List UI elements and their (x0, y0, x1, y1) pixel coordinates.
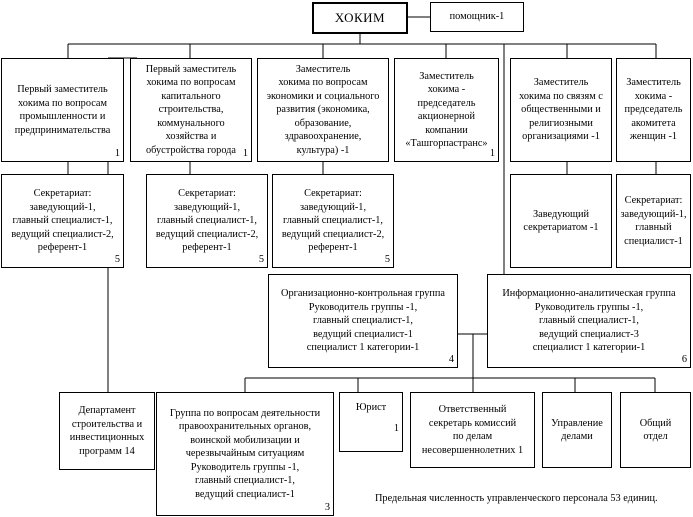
assistant-box: помощник-1 (430, 2, 524, 32)
general-department-title: Общий отдел (639, 417, 672, 443)
commission-secretary-count: 1 (517, 444, 524, 456)
deputy-economy-title: Заместитель хокима по вопросам экономики… (266, 63, 380, 156)
secretariat-industry-count: 5 (114, 254, 120, 265)
secretariat-public-text: Заведующий секретариатом -1 (523, 208, 599, 234)
info-analytic-group-text: Информационно-аналитическая группа Руков… (502, 288, 676, 354)
commission-secretary-box: Ответственный секретарь комиссий по дела… (410, 392, 535, 468)
assistant-title: помощник-1 (449, 11, 505, 23)
lawyer-box: Юрист 1 (339, 392, 403, 452)
secretariat-women-text: Секретариат: заведующий-1, главный специ… (620, 195, 687, 247)
lawyer-title: Юрист (355, 402, 387, 413)
law-enforcement-group-count: 3 (324, 502, 330, 513)
deputy-public-title: Заместитель хокима по связям с обществен… (519, 77, 603, 143)
law-enforcement-group-box: Группа по вопросам деятельности правоохр… (156, 392, 334, 516)
law-enforcement-group-text: Группа по вопросам деятельности правоохр… (169, 407, 321, 500)
construction-department-text: Департамент строительства и инвестиционн… (63, 404, 151, 458)
deputy-transport-count: 1 (489, 148, 495, 159)
secretariat-economy-count: 5 (384, 254, 390, 265)
deputy-economy-box: Заместитель хокима по вопросам экономики… (257, 58, 389, 162)
construction-department-title: Департамент строительства и инвестиционн… (69, 405, 145, 457)
secretariat-industry-box: Секретариат: заведующий-1, главный специ… (1, 174, 124, 268)
deputy-women-box: Заместитель хокима - председатель акомит… (616, 58, 691, 162)
hokim-box: ХОКИМ (312, 2, 408, 34)
deputy-women-title: Заместитель хокима - председатель акомит… (624, 77, 683, 143)
deputy-transport-box: Заместитель хокима - председатель акцион… (394, 58, 499, 162)
deputy-construction-title: Первый заместитель хокима по вопросам ка… (145, 63, 237, 156)
staff-limit-note: Предельная численность управленческого п… (375, 493, 658, 504)
secretariat-construction-box: Секретариат: заведующий-1, главный специ… (146, 174, 268, 268)
deputy-transport-title: Заместитель хокима - председатель акцион… (405, 70, 488, 150)
deputy-industry-title: Первый заместитель хокима по вопросам пр… (14, 84, 111, 136)
secretariat-women-box: Секретариат: заведующий-1, главный специ… (616, 174, 691, 268)
hokim-title: ХОКИМ (334, 10, 386, 26)
construction-department-count: 14 (124, 445, 135, 457)
lawyer-count: 1 (393, 423, 399, 434)
affairs-department-title: Управление делами (551, 417, 603, 443)
commission-secretary-text: Ответственный секретарь комиссий по дела… (414, 403, 531, 457)
org-control-group-box: Организационно-контрольная группа Руково… (268, 274, 458, 368)
secretariat-construction-count: 5 (258, 254, 264, 265)
info-analytic-group-box: Информационно-аналитическая группа Руков… (487, 274, 691, 368)
info-analytic-group-count: 6 (681, 354, 687, 365)
construction-department-box: Департамент строительства и инвестиционн… (59, 392, 155, 470)
secretariat-construction-text: Секретариат: заведующий-1, главный специ… (155, 188, 259, 254)
affairs-department-box: Управление делами (542, 392, 612, 468)
secretariat-economy-box: Секретариат: заведующий-1, главный специ… (272, 174, 394, 268)
deputy-construction-box: Первый заместитель хокима по вопросам ка… (130, 58, 252, 162)
org-control-group-text: Организационно-контрольная группа Руково… (281, 288, 445, 354)
general-department-box: Общий отдел (620, 392, 691, 468)
deputy-industry-count: 1 (114, 148, 120, 159)
secretariat-economy-text: Секретариат: заведующий-1, главный специ… (281, 188, 385, 254)
deputy-public-box: Заместитель хокима по связям с обществен… (510, 58, 612, 162)
secretariat-industry-text: Секретариат: заведующий-1, главный специ… (11, 188, 114, 254)
deputy-construction-count: 1 (242, 148, 248, 159)
org-control-group-count: 4 (448, 354, 454, 365)
deputy-industry-box: Первый заместитель хокима по вопросам пр… (1, 58, 124, 162)
commission-secretary-title: Ответственный секретарь комиссий по дела… (421, 404, 517, 456)
secretariat-public-box: Заведующий секретариатом -1 (510, 174, 612, 268)
